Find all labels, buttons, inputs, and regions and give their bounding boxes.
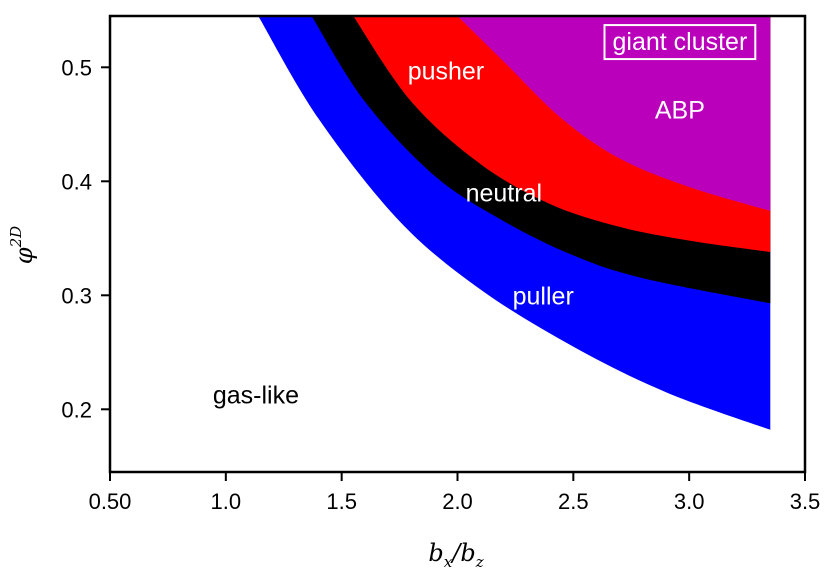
y-tick-label: 0.3 xyxy=(61,283,92,308)
x-axis-title: bx/bz xyxy=(428,539,483,571)
x-tick-label: 1.5 xyxy=(326,489,357,514)
label-pusher: pusher xyxy=(408,58,484,86)
label-giant-cluster: giant cluster xyxy=(613,28,748,56)
y-tick-label: 0.5 xyxy=(61,55,92,80)
label-abp: ABP xyxy=(655,96,705,124)
label-puller: puller xyxy=(513,282,574,310)
axis-ticks: 0.50 1.0 1.5 2.0 2.5 3.0 3.5 0.2 0.3 0.4 0.5 xyxy=(61,55,820,514)
giant-cluster-box xyxy=(603,24,757,61)
x-tick-label: 3.0 xyxy=(674,489,705,514)
label-gas: gas-like xyxy=(213,381,299,409)
x-tick-label: 2.0 xyxy=(442,489,473,514)
region-fills xyxy=(258,16,771,430)
region-abp xyxy=(457,16,771,211)
y-axis-title: φ2D xyxy=(7,226,38,264)
label-neutral: neutral xyxy=(466,180,542,208)
y-tick-label: 0.4 xyxy=(61,169,92,194)
x-tick-label: 2.5 xyxy=(558,489,589,514)
y-tick-label: 0.2 xyxy=(61,397,92,422)
x-tick-label: 0.50 xyxy=(89,489,132,514)
x-tick-label: 3.5 xyxy=(790,489,821,514)
x-tick-label: 1.0 xyxy=(211,489,242,514)
